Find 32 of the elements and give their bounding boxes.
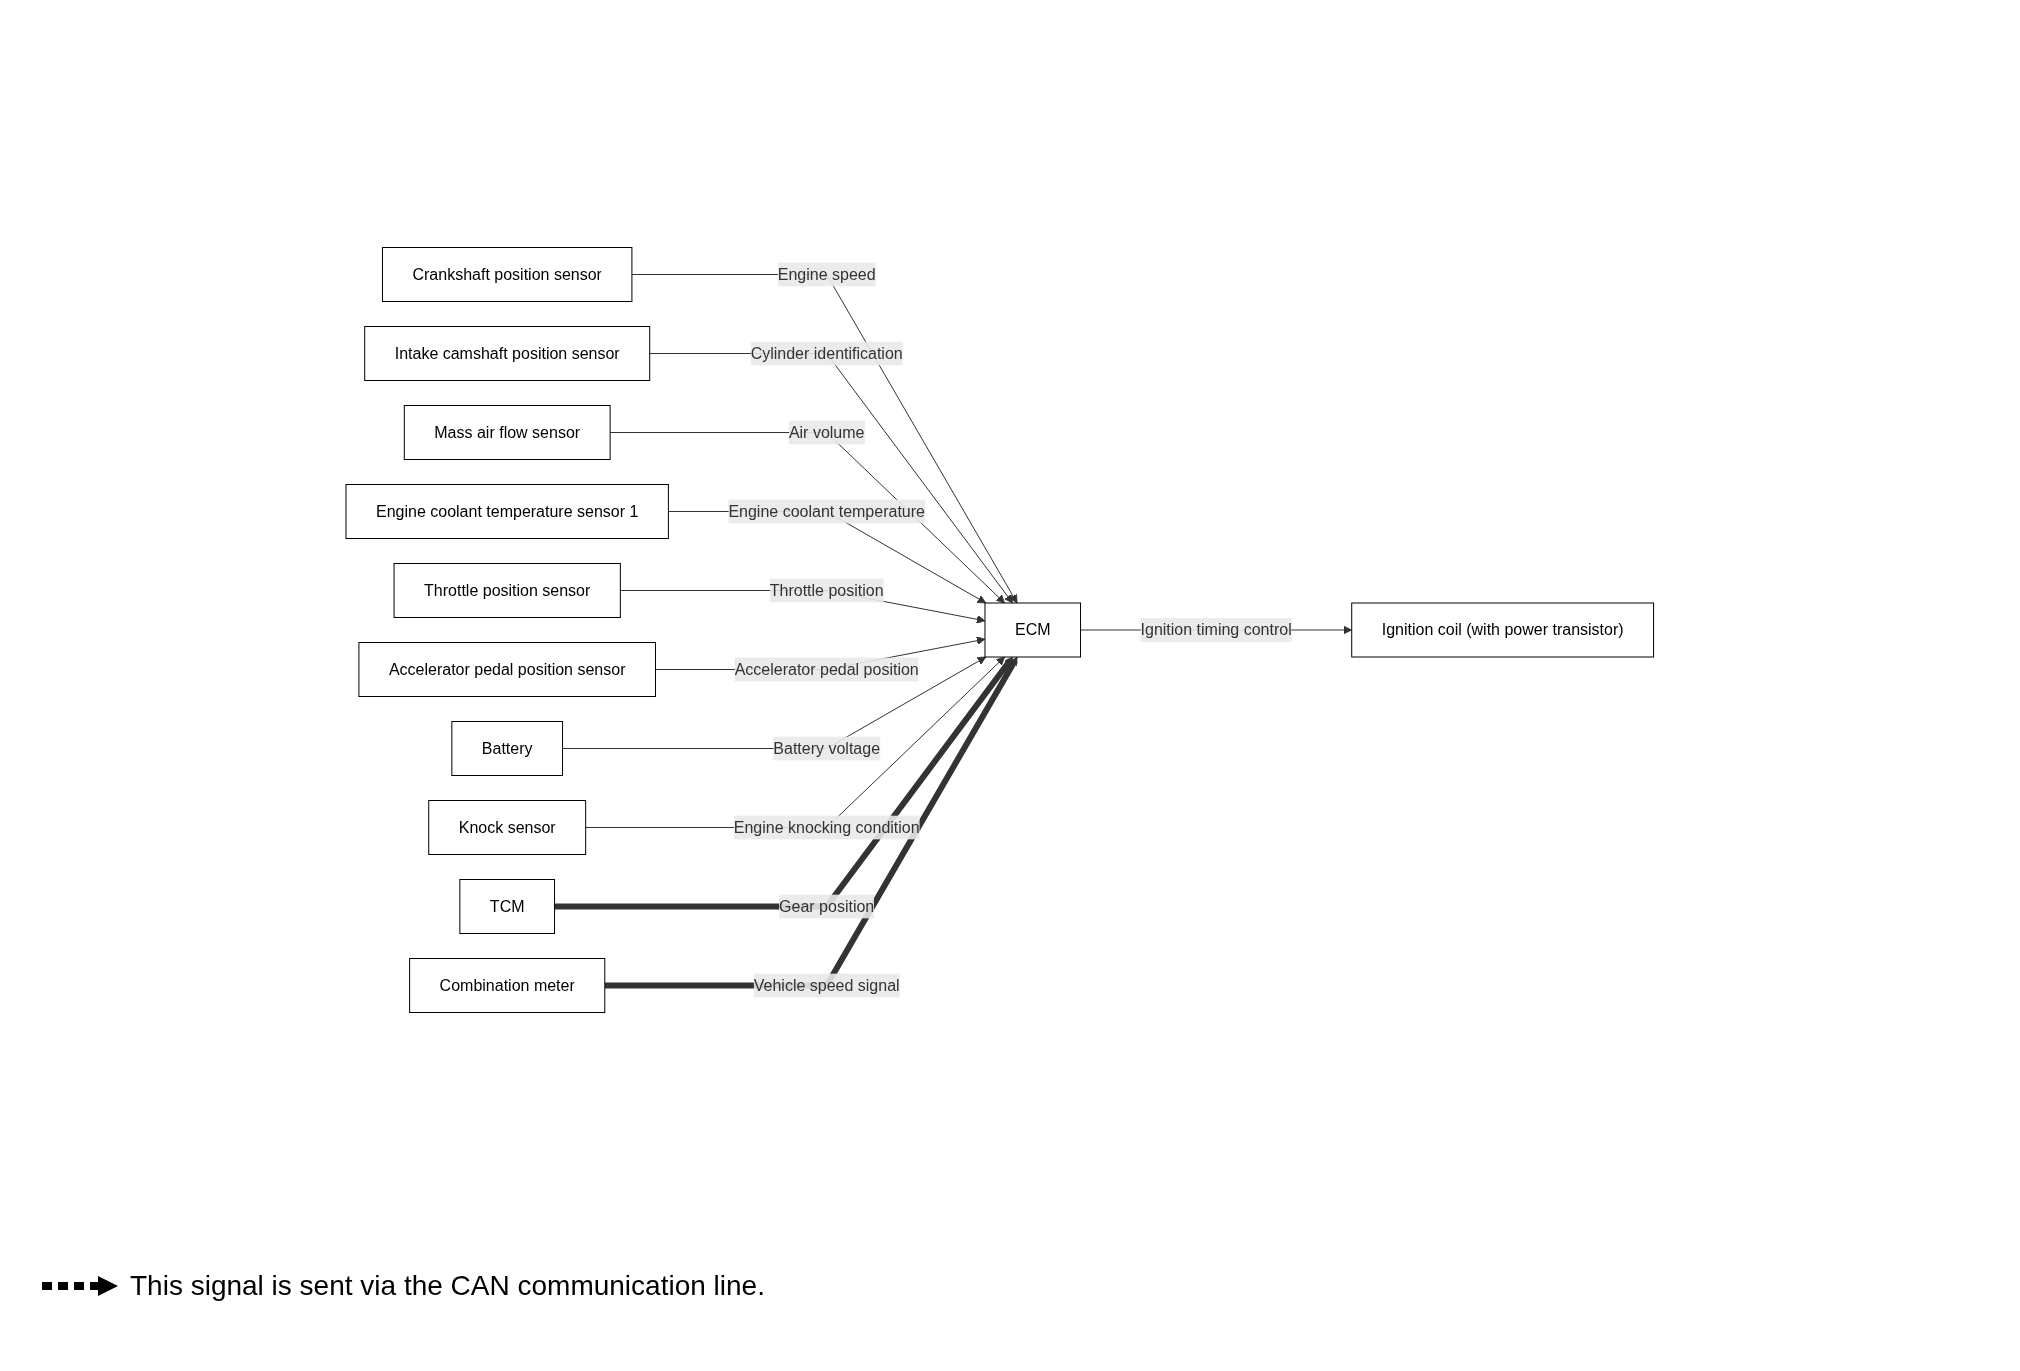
edge-label: Gear position: [779, 897, 875, 915]
arrow: [668, 511, 987, 604]
arrow: [649, 353, 1014, 604]
edge-label: Battery voltage: [773, 739, 881, 757]
arrow: [609, 432, 1006, 604]
arrow: [562, 656, 987, 749]
node-box: Engine coolant temperature sensor 1: [345, 484, 670, 539]
edge-label: Ignition timing control: [1140, 621, 1292, 638]
arrow: [554, 656, 1014, 910]
node-box: Knock sensor: [428, 800, 587, 855]
node-box: ECM: [984, 602, 1082, 658]
node-box: Intake camshaft position sensor: [364, 326, 651, 381]
arrow: [631, 274, 1018, 604]
node-box: Crankshaft position sensor: [382, 247, 633, 302]
node-box: Throttle position sensor: [393, 563, 622, 618]
node-box: Battery: [451, 721, 564, 776]
arrow: [585, 656, 1006, 828]
edge-label: Throttle position: [769, 581, 884, 599]
edge-label: Engine coolant temperature: [728, 502, 926, 520]
node-box: Mass air flow sensor: [404, 405, 611, 460]
arrow: [605, 656, 1018, 989]
edge-label: Air volume: [789, 423, 865, 441]
legend-text: This signal is sent via the CAN communication line.: [130, 1270, 765, 1302]
edge-label: Accelerator pedal position: [734, 660, 919, 678]
edge-label: Engine knocking condition: [733, 818, 920, 836]
node-box: TCM: [459, 879, 556, 934]
edge-label: Cylinder identification: [750, 344, 903, 362]
edge-label: Vehicle speed signal: [753, 976, 900, 994]
node-box: Combination meter: [409, 958, 606, 1013]
node-box: Accelerator pedal position sensor: [358, 642, 657, 697]
node-box: Ignition coil (with power transistor): [1351, 602, 1655, 658]
edge-label: Engine speed: [777, 265, 876, 283]
